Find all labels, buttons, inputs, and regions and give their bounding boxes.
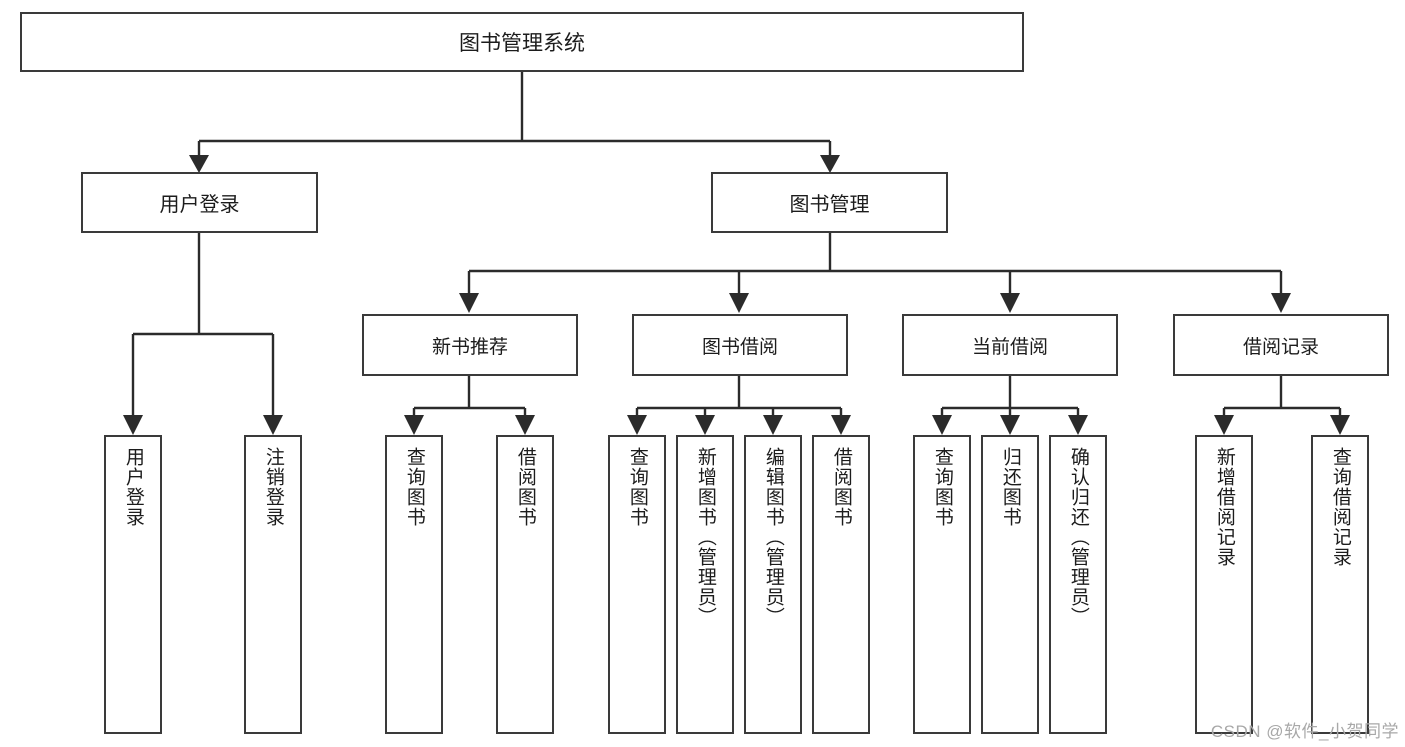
leaf-confirm-return-admin[interactable]: 确认归还（管理员） (1049, 435, 1107, 734)
node-new-book-recommend[interactable]: 新书推荐 (362, 314, 578, 376)
node-label: 查询图书 (403, 447, 425, 527)
node-label: 图书管理 (789, 194, 870, 216)
node-user-login[interactable]: 用户登录 (81, 172, 318, 233)
leaf-logout[interactable]: 注销登录 (244, 435, 302, 734)
node-label: 新书推荐 (431, 336, 508, 358)
node-label: 当前借阅 (971, 336, 1048, 358)
leaf-query-book-current[interactable]: 查询图书 (913, 435, 971, 734)
leaf-borrow-book[interactable]: 借阅图书 (812, 435, 870, 734)
leaf-edit-book-admin[interactable]: 编辑图书（管理员） (744, 435, 802, 734)
node-label: 图书借阅 (701, 336, 778, 358)
node-label: 归还图书 (999, 447, 1021, 527)
node-label: 注销登录 (262, 447, 284, 527)
node-label: 借阅图书 (830, 447, 852, 527)
node-label: 用户登录 (159, 194, 240, 216)
node-label: 查询图书 (931, 447, 953, 527)
node-root-book-management-system[interactable]: 图书管理系统 (20, 12, 1024, 72)
node-label: 借阅记录 (1242, 336, 1319, 358)
node-label: 用户登录 (122, 447, 144, 527)
leaf-borrow-book-recommend[interactable]: 借阅图书 (496, 435, 554, 734)
watermark: CSDN @软件_小贺同学 (1210, 722, 1399, 741)
node-current-borrow[interactable]: 当前借阅 (902, 314, 1118, 376)
node-label: 借阅图书 (514, 447, 536, 527)
node-book-borrow[interactable]: 图书借阅 (632, 314, 848, 376)
node-label: 查询图书 (626, 447, 648, 527)
node-label: 编辑图书（管理员） (762, 447, 784, 627)
node-label: 图书管理系统 (459, 32, 585, 55)
leaf-add-book-admin[interactable]: 新增图书（管理员） (676, 435, 734, 734)
leaf-query-book-recommend[interactable]: 查询图书 (385, 435, 443, 734)
node-label: 新增图书（管理员） (694, 447, 716, 627)
node-borrow-record[interactable]: 借阅记录 (1173, 314, 1389, 376)
leaf-query-book-borrow[interactable]: 查询图书 (608, 435, 666, 734)
node-label: 查询借阅记录 (1329, 447, 1351, 567)
node-label: 确认归还（管理员） (1067, 447, 1089, 627)
node-book-management[interactable]: 图书管理 (711, 172, 948, 233)
leaf-query-borrow-record[interactable]: 查询借阅记录 (1311, 435, 1369, 734)
leaf-add-borrow-record[interactable]: 新增借阅记录 (1195, 435, 1253, 734)
leaf-return-book[interactable]: 归还图书 (981, 435, 1039, 734)
leaf-user-login[interactable]: 用户登录 (104, 435, 162, 734)
node-label: 新增借阅记录 (1213, 447, 1235, 567)
